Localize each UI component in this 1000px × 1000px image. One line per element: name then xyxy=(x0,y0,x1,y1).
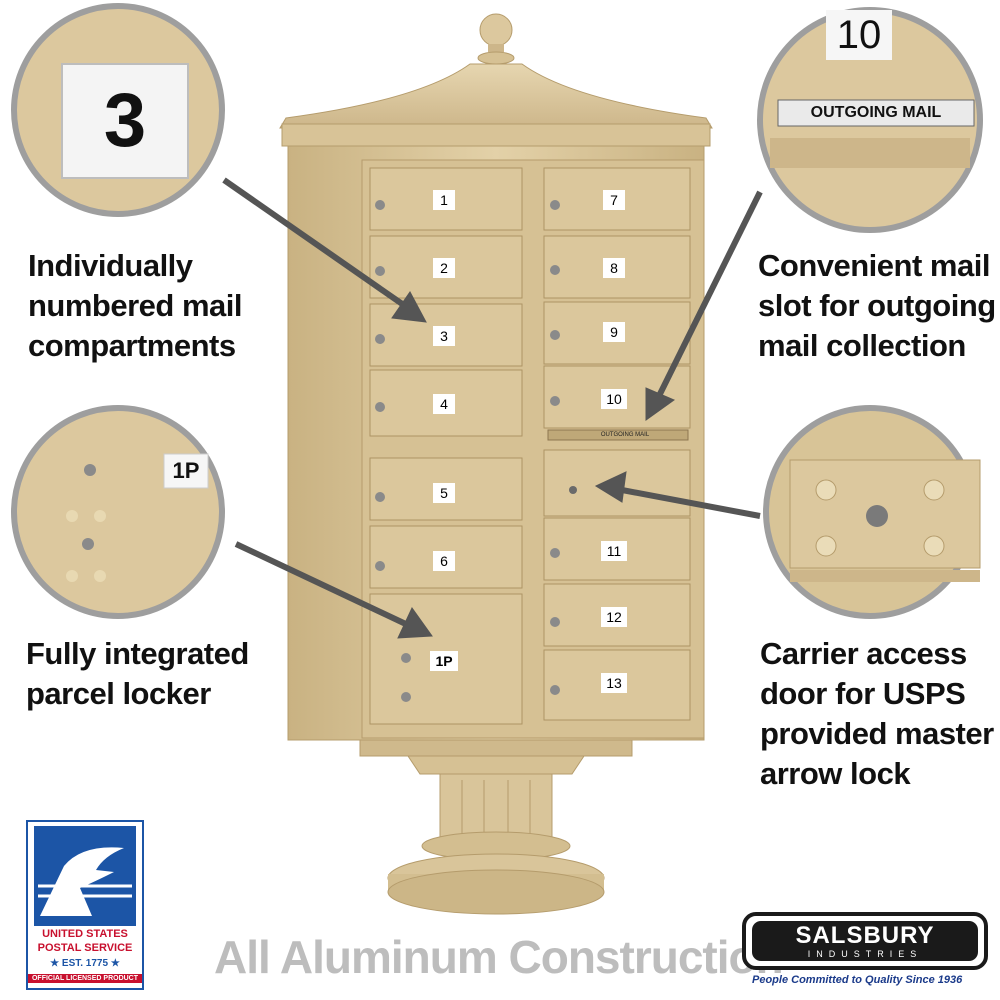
door-label: 13 xyxy=(601,673,627,693)
door-label: 2 xyxy=(433,258,455,278)
callout-numbered: Individually numbered mail compartments xyxy=(28,246,243,366)
brand-tagline: People Committed to Quality Since 1936 xyxy=(752,974,963,986)
door-label: 9 xyxy=(603,322,625,342)
door-label: 10 xyxy=(601,389,627,409)
callout-outgoing: Convenient mail slot for outgoing mail c… xyxy=(758,246,996,366)
pointer-arrows xyxy=(222,177,763,639)
door-label: 3 xyxy=(433,326,455,346)
door-label: 12 xyxy=(601,607,627,627)
pedestal xyxy=(359,739,633,915)
callout-line: door for USPS xyxy=(760,676,966,711)
door-label: 6 xyxy=(433,551,455,571)
usps-line1: UNITED STATES xyxy=(42,928,128,940)
door-label: 8 xyxy=(603,258,625,278)
finial xyxy=(477,13,515,65)
zoom-top-number: 10 xyxy=(836,13,882,57)
outgoing-slot-label: OUTGOING MAIL xyxy=(600,432,650,438)
headline: All Aluminum Construction xyxy=(214,931,784,983)
door-label: 7 xyxy=(603,190,625,210)
door-label: 11 xyxy=(601,541,627,561)
zoom-circle-outgoing xyxy=(757,7,983,233)
callout-line: compartments xyxy=(28,328,236,363)
callout-line: provided master xyxy=(760,716,994,751)
roof xyxy=(279,63,713,129)
callout-line: slot for outgoing xyxy=(758,288,996,323)
callout-line: parcel locker xyxy=(26,676,211,711)
callout-line: numbered mail xyxy=(28,288,243,323)
brand-name: SALSBURY xyxy=(795,922,935,949)
callout-line: mail collection xyxy=(758,328,966,363)
usps-line3: ★ EST. 1775 ★ xyxy=(50,958,120,969)
usps-licensed-badge: UNITED STATES POSTAL SERVICE ★ EST. 1775… xyxy=(26,820,144,990)
salsbury-logo: SALSBURY INDUSTRIES xyxy=(742,912,988,970)
zoom-circle-number xyxy=(11,3,225,217)
usps-line2: POSTAL SERVICE xyxy=(37,942,133,954)
eagle-icon xyxy=(34,826,136,926)
door-label: 1 xyxy=(433,190,455,210)
callout-line: Individually xyxy=(28,248,193,283)
zoom-outgoing-plate: OUTGOING MAIL xyxy=(810,104,942,121)
zoom-circle-carrier xyxy=(763,405,981,619)
parcel-door-label: 1P xyxy=(430,651,458,671)
callout-line: Fully integrated xyxy=(26,636,249,671)
zoom-number-tag: 3 xyxy=(103,78,147,163)
callout-line: Carrier access xyxy=(760,636,967,671)
callout-line: arrow lock xyxy=(760,756,911,791)
zoom-circle-parcel xyxy=(11,405,225,619)
zoom-parcel-tag: 1P xyxy=(172,458,200,483)
door-label: 4 xyxy=(433,394,455,414)
callout-line: Convenient mail xyxy=(758,248,990,283)
callout-carrier: Carrier access door for USPS provided ma… xyxy=(760,634,994,794)
usps-line4: OFFICIAL LICENSED PRODUCT xyxy=(28,974,142,983)
callout-parcel: Fully integrated parcel locker xyxy=(26,634,249,714)
door-label: 5 xyxy=(433,483,455,503)
brand-sub: INDUSTRIES xyxy=(807,949,923,959)
